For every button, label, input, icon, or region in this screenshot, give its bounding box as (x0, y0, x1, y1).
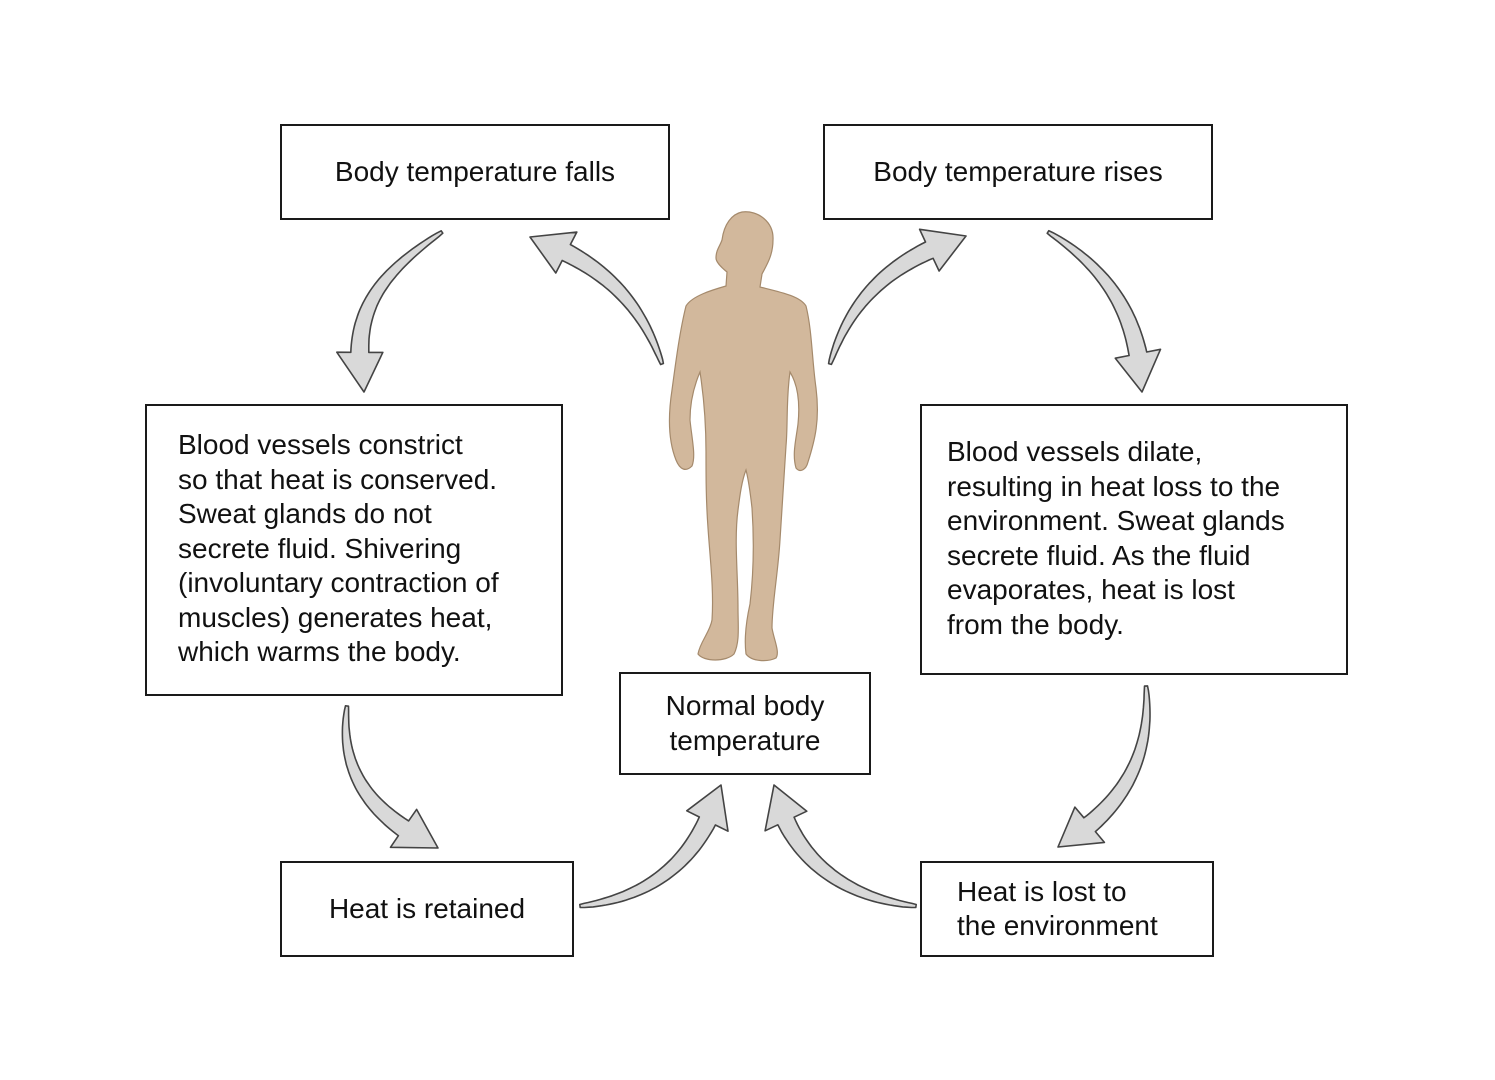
human-body-icon (668, 211, 819, 662)
node-label: Blood vessels constrict so that heat is … (178, 429, 499, 667)
node-heat-is-retained: Heat is retained (280, 861, 574, 957)
arrow-constrict-to-retained (341, 705, 439, 849)
arrow-body-to-falls (529, 231, 665, 366)
node-label: Normal body temperature (665, 690, 825, 756)
node-blood-vessels-constrict: Blood vessels constrict so that heat is … (145, 404, 563, 696)
arrow-rises-to-dilate (1046, 229, 1162, 393)
arrow-retained-to-normal (579, 784, 729, 909)
node-normal-body-temperature: Normal body temperature (619, 672, 871, 775)
arrow-lost-to-normal (764, 784, 917, 909)
arrow-dilate-to-lost (1057, 685, 1151, 848)
arrow-falls-to-constrict (336, 230, 444, 393)
node-blood-vessels-dilate: Blood vessels dilate, resulting in heat … (920, 404, 1348, 675)
node-label: Heat is retained (328, 892, 526, 924)
node-body-temperature-falls: Body temperature falls (280, 124, 670, 220)
node-label: Body temperature falls (334, 155, 616, 187)
node-body-temperature-rises: Body temperature rises (823, 124, 1213, 220)
node-label: Body temperature rises (873, 155, 1163, 187)
node-heat-is-lost: Heat is lost to the environment (920, 861, 1214, 957)
node-label: Heat is lost to the environment (957, 875, 1158, 942)
arrow-body-to-rises (827, 228, 967, 366)
node-label: Blood vessels dilate, resulting in heat … (947, 436, 1285, 640)
